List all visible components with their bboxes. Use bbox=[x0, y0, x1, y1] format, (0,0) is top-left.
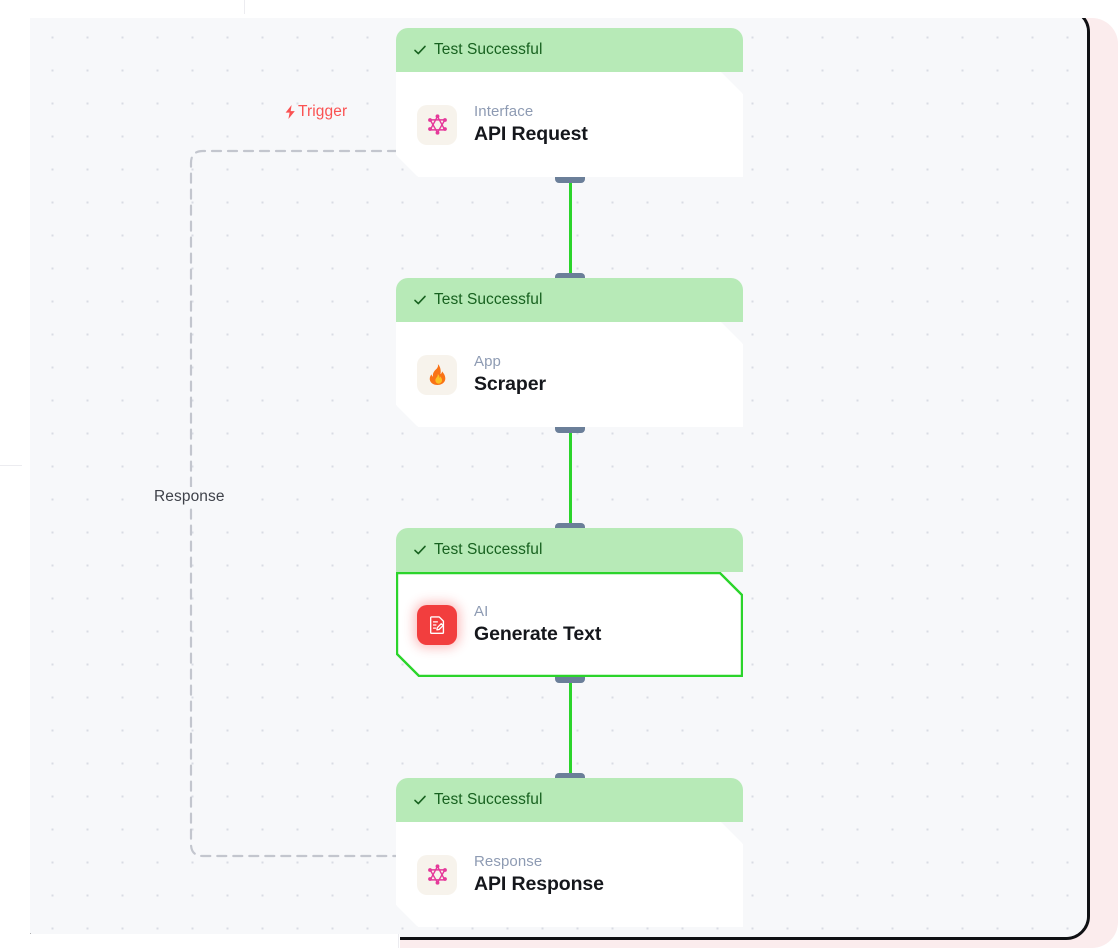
workflow-canvas-frame: Trigger Response Test Succes bbox=[18, 8, 1090, 940]
trigger-label-text: Trigger bbox=[298, 103, 348, 120]
lightning-bolt-icon bbox=[285, 105, 295, 119]
left-margin bbox=[0, 0, 30, 948]
node-title: Scraper bbox=[474, 373, 546, 395]
node-kind: App bbox=[474, 353, 501, 370]
node-status-scraper: Test Successful bbox=[396, 278, 743, 322]
check-icon bbox=[414, 795, 426, 805]
node-text-scraper: App Scraper bbox=[474, 353, 546, 396]
edge-generate-text-to-api-response bbox=[569, 677, 572, 785]
node-icon-tile bbox=[417, 105, 457, 145]
check-icon bbox=[414, 295, 426, 305]
node-body-api-response[interactable]: Response API Response bbox=[396, 822, 743, 927]
check-icon bbox=[414, 45, 426, 55]
graphql-icon bbox=[426, 113, 449, 136]
bottom-margin bbox=[0, 934, 400, 948]
edge-api-request-to-scraper bbox=[569, 177, 572, 285]
check-icon bbox=[414, 545, 426, 555]
response-label: Response bbox=[148, 487, 231, 507]
node-title: API Response bbox=[474, 873, 604, 895]
graphql-icon bbox=[426, 863, 449, 886]
node-kind: Interface bbox=[474, 103, 534, 120]
top-margin-divider bbox=[244, 0, 245, 14]
node-title: Generate Text bbox=[474, 623, 602, 645]
node-status-text: Test Successful bbox=[434, 541, 543, 558]
node-body-scraper[interactable]: App Scraper bbox=[396, 322, 743, 427]
node-body-api-request[interactable]: Interface API Request bbox=[396, 72, 743, 177]
node-body-generate-text[interactable]: AI Generate Text bbox=[396, 572, 743, 677]
fire-icon bbox=[427, 363, 448, 386]
node-icon-tile bbox=[417, 605, 457, 645]
clipboard-pencil-icon bbox=[426, 614, 448, 636]
left-margin-divider bbox=[0, 465, 22, 466]
node-status-text: Test Successful bbox=[434, 41, 543, 58]
trigger-label: Trigger bbox=[284, 103, 347, 121]
top-margin bbox=[0, 0, 1118, 18]
workflow-node-scraper[interactable]: Test Successful App Scraper bbox=[396, 278, 743, 427]
node-kind: Response bbox=[474, 853, 543, 870]
node-title: API Request bbox=[474, 123, 588, 145]
node-text-generate-text: AI Generate Text bbox=[474, 603, 601, 646]
workflow-canvas[interactable]: Trigger Response Test Succes bbox=[21, 11, 1087, 937]
node-status-text: Test Successful bbox=[434, 791, 543, 808]
response-label-text: Response bbox=[154, 488, 225, 505]
handle-api-request-bottom[interactable] bbox=[555, 172, 585, 183]
node-text-api-request: Interface API Request bbox=[474, 103, 588, 146]
node-text-api-response: Response API Response bbox=[474, 853, 604, 896]
node-status-text: Test Successful bbox=[434, 291, 543, 308]
handle-generate-text-bottom[interactable] bbox=[555, 672, 585, 683]
node-status-api-response: Test Successful bbox=[396, 778, 743, 822]
node-kind: AI bbox=[474, 603, 489, 620]
workflow-node-api-response[interactable]: Test Successful bbox=[396, 778, 743, 927]
bottom-margin-divider bbox=[398, 934, 399, 948]
node-icon-tile bbox=[417, 355, 457, 395]
handle-scraper-bottom[interactable] bbox=[555, 422, 585, 433]
node-icon-tile bbox=[417, 855, 457, 895]
workflow-node-generate-text[interactable]: Test Successful bbox=[396, 528, 743, 677]
workflow-node-api-request[interactable]: Test Successful bbox=[396, 28, 743, 177]
node-status-generate-text: Test Successful bbox=[396, 528, 743, 572]
edge-scraper-to-generate-text bbox=[569, 427, 572, 535]
node-status-api-request: Test Successful bbox=[396, 28, 743, 72]
